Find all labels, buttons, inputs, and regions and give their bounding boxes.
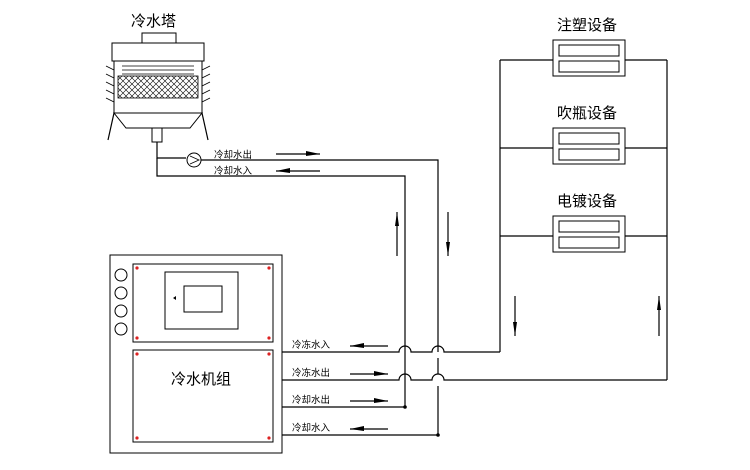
- arrow-head-icon: [306, 151, 320, 156]
- chiller-unit: 冷水机组: [109, 254, 283, 454]
- arrow-head-icon: [374, 398, 388, 403]
- knob-icon: [114, 322, 128, 336]
- chiller-display: [183, 285, 223, 313]
- arrow-head-icon: [350, 343, 364, 348]
- tower-leg-right: [201, 112, 209, 141]
- tower-outlet: [151, 127, 163, 143]
- knob-icon: [114, 304, 128, 318]
- device-panel: [558, 220, 620, 233]
- indicator-icon: [173, 296, 176, 300]
- junction-dot: [436, 433, 440, 437]
- tower-pipe-out-label: 冷却水出: [214, 149, 252, 161]
- tower-basin: [112, 112, 204, 129]
- chiller-label: 冷水机组: [171, 370, 231, 388]
- chiller-port-pipes: 冷冻水入 冷冻水出 冷却水出 冷却水入: [282, 339, 667, 437]
- tower-louvers: [105, 65, 211, 103]
- chiller-lower-panel: [132, 349, 274, 443]
- chilled-water-out-pipe: [282, 373, 667, 381]
- knob-icon: [114, 286, 128, 300]
- tower-leg-left: [107, 112, 115, 141]
- tower-vents: [122, 65, 194, 75]
- tower-return-pipe: [156, 158, 406, 407]
- device-panel: [558, 60, 620, 73]
- device-panel: [558, 132, 620, 145]
- junction-dot: [403, 405, 407, 409]
- arrow-head-icon: [657, 296, 661, 310]
- port-label-cooling-out: 冷却水出: [292, 394, 330, 406]
- device-panel: [558, 236, 620, 249]
- tower-pipe-in-label: 冷却水入: [214, 165, 253, 177]
- arrow-head-icon: [276, 168, 290, 173]
- tower-fan-housing: [111, 42, 205, 62]
- arrow-head-icon: [350, 426, 364, 431]
- cooling-tower: 冷水塔: [105, 12, 211, 143]
- device-panel: [558, 148, 620, 161]
- arrow-head-icon: [395, 212, 399, 226]
- panel-screws: [135, 266, 271, 440]
- arrow-head-icon: [374, 371, 388, 376]
- device-panel: [558, 44, 620, 57]
- arrow-head-icon: [446, 242, 450, 256]
- tower-pipes: 冷却水出 冷却水入: [156, 142, 450, 407]
- devices-loop: 注塑设备 吹瓶设备 电镀设备: [499, 16, 668, 380]
- port-label-chilled-in: 冷冻水入: [292, 339, 331, 351]
- device-label-plating: 电镀设备: [557, 192, 617, 210]
- tower-fill-media: [117, 75, 199, 99]
- tower-fan-cap: [141, 32, 177, 44]
- knob-icon: [114, 268, 128, 282]
- chilled-water-in-pipe: [282, 345, 500, 353]
- tower-outlet-pipe: [201, 159, 439, 352]
- device-label-blow: 吹瓶设备: [557, 104, 617, 122]
- cooling-tower-label: 冷水塔: [131, 12, 176, 30]
- port-label-chilled-out: 冷冻水出: [292, 367, 330, 379]
- device-label-injection: 注塑设备: [557, 16, 617, 34]
- arrow-head-icon: [513, 322, 517, 336]
- port-label-cooling-in: 冷却水入: [292, 422, 331, 434]
